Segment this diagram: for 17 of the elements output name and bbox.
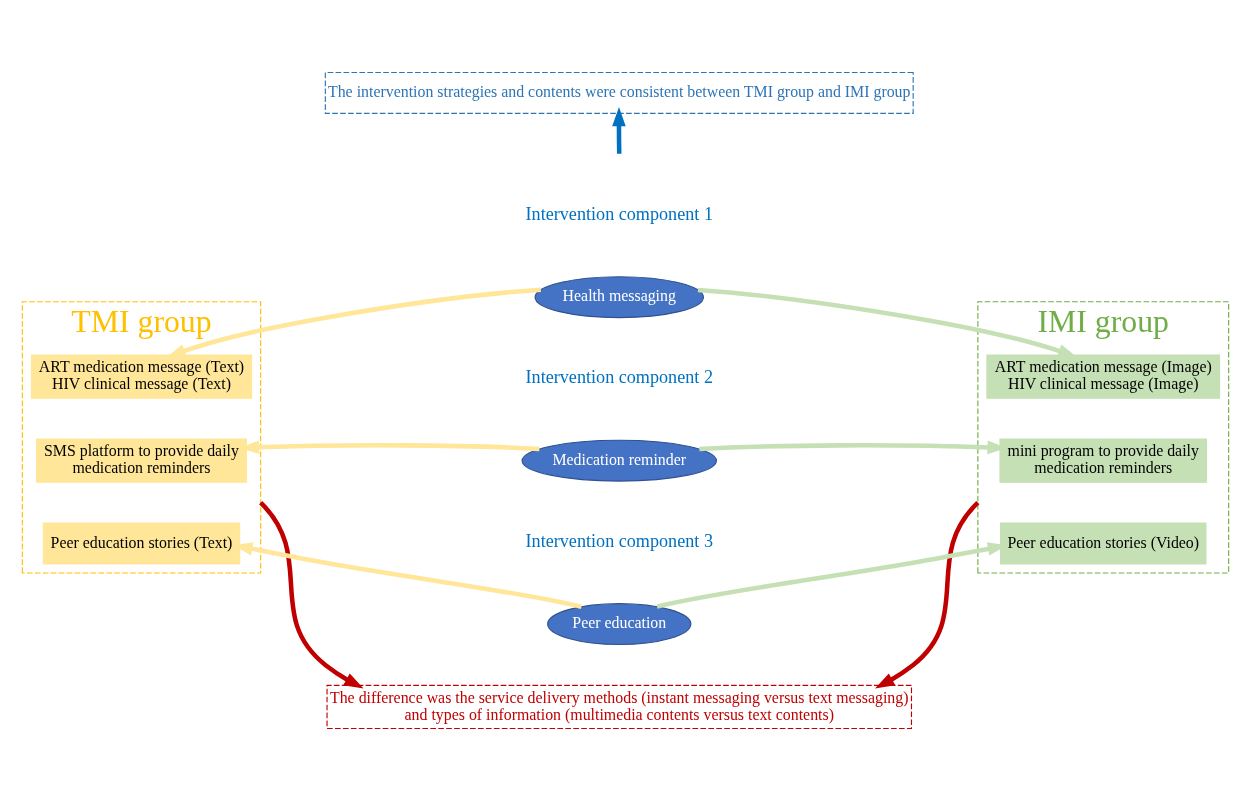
node-box: Peer education stories (Video) — [1000, 522, 1207, 564]
arrow — [612, 106, 626, 154]
node-label: Intervention component 2 — [525, 366, 713, 387]
node-ellipse: Health messaging — [534, 275, 704, 318]
node-box: SMS platform to provide daily medication reminders — [35, 438, 248, 483]
node-box: The difference was the service delivery methods (instant messaging versus text messaging) and types of information (multimedia contents versus text contents) — [326, 684, 913, 729]
node-box: Peer education stories (Text) — [42, 522, 241, 564]
node-label: Intervention component 3 — [525, 530, 713, 551]
node-box: mini program to provide daily medication reminders — [999, 438, 1208, 483]
node-ellipse: Peer education — [547, 602, 692, 645]
arrow — [258, 500, 364, 689]
node-box: The intervention strategies and contents were consistent between TMI group and IMI group — [324, 71, 914, 114]
node-box: ART medication message (Image) HIV clinical message (Image) — [986, 354, 1221, 399]
node-label: Intervention component 1 — [525, 203, 713, 224]
node-box: ART medication message (Text) HIV clinical message (Text) — [30, 354, 253, 399]
node-ellipse: Medication reminder — [521, 439, 717, 482]
arrow — [875, 500, 980, 689]
